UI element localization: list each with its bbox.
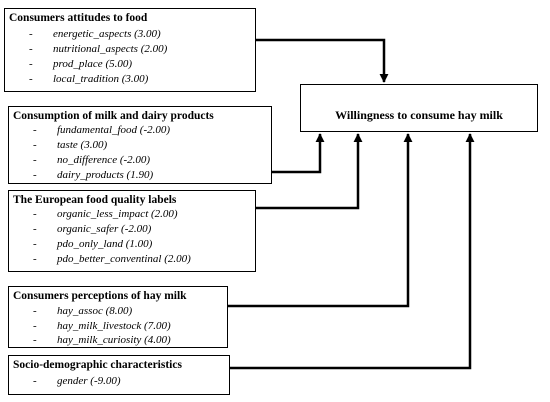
list-item: -organic_less_impact (2.00) [33, 208, 178, 220]
arrow-labels-to-target [256, 133, 363, 210]
list-item: -fundamental_food (-2.00) [33, 124, 171, 136]
list-item: -gender (-9.00) [33, 375, 121, 387]
arrow-consumption-to-target [257, 133, 325, 174]
list-item: -organic_safer (-2.00) [33, 223, 152, 235]
list-item: -pdo_better_conventinal (2.00) [33, 253, 191, 265]
list-item: -hay_assoc (8.00) [33, 305, 133, 317]
list-item: -nutritional_aspects (2.00) [29, 43, 168, 55]
list-item: -prod_place (5.00) [29, 58, 133, 70]
box-perceptions-hay-milk: Consumers perceptions of hay milk -hay_a… [8, 286, 228, 348]
list-item: -local_tradition (3.00) [29, 73, 149, 85]
arrow-attitudes-to-target [256, 38, 389, 83]
box-title: Consumers attitudes to food [9, 12, 148, 24]
list-item: -hay_milk_livestock (7.00) [33, 320, 171, 332]
list-item: -hay_milk_curiosity (4.00) [33, 334, 171, 346]
box-title: The European food quality labels [13, 194, 177, 206]
box-socio-demographic: Socio-demographic characteristics -gende… [8, 355, 230, 395]
arrow-perceptions-to-target [228, 133, 413, 308]
box-european-quality-labels: The European food quality labels -organi… [8, 190, 256, 272]
box-consumption-milk-dairy: Consumption of milk and dairy products -… [8, 106, 272, 184]
arrow-sociodemographic-to-target [230, 133, 475, 370]
list-item: -pdo_only_land (1.00) [33, 238, 153, 250]
target-label: Willingness to consume hay milk [335, 108, 503, 122]
list-item: -energetic_aspects (3.00) [29, 28, 161, 40]
box-title: Consumption of milk and dairy products [13, 110, 214, 122]
box-title: Consumers perceptions of hay milk [13, 290, 187, 302]
list-item: -dairy_products (1.90) [33, 169, 154, 181]
target-box: Willingness to consume hay milk [300, 84, 538, 132]
box-consumers-attitudes: Consumers attitudes to food -energetic_a… [4, 8, 256, 92]
box-title: Socio-demographic characteristics [13, 359, 182, 371]
list-item: -taste (3.00) [33, 139, 108, 151]
list-item: -no_difference (-2.00) [33, 154, 151, 166]
